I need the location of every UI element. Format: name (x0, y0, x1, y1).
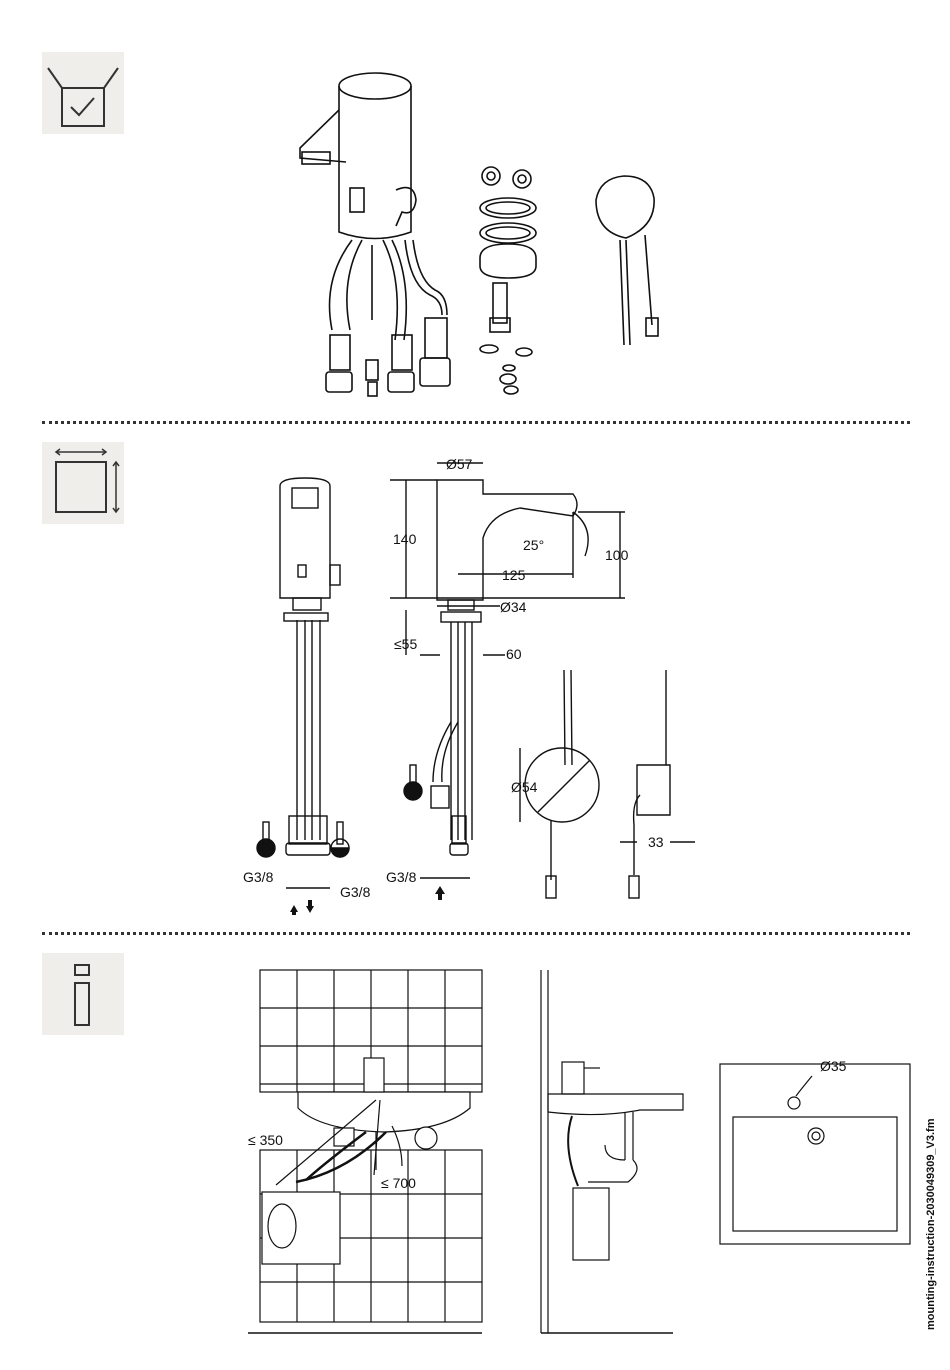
water-heater-front (262, 1192, 340, 1264)
document-filename: mounting-instruction-2030049309_V3.fm (925, 1118, 937, 1330)
basin-front (298, 1092, 470, 1132)
basin-top-view (720, 1064, 910, 1244)
faucet-front (364, 1058, 384, 1092)
dim-hole-diameter: Ø35 (820, 1058, 847, 1074)
basin-side (548, 1094, 683, 1115)
water-heater-side (573, 1188, 609, 1260)
dim-max-distance: ≤ 350 (248, 1132, 283, 1148)
faucet-side (562, 1062, 584, 1094)
dim-max-length: ≤ 700 (381, 1175, 416, 1191)
